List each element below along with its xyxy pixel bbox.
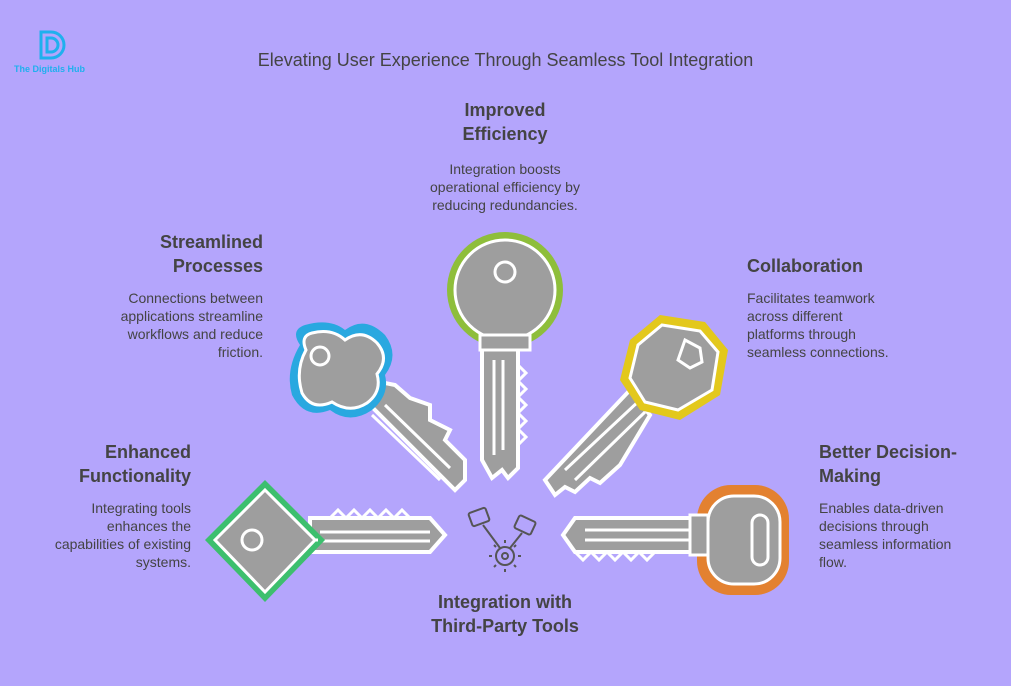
decision-heading-line2: Making <box>819 466 882 486</box>
key-decision-icon <box>560 485 789 595</box>
functionality-heading: Enhanced Functionality <box>0 440 191 488</box>
efficiency-heading-line1: Improved <box>464 100 546 120</box>
functionality-heading-line1: Enhanced <box>104 442 191 462</box>
functionality-desc-line: capabilities of existing <box>54 536 191 552</box>
efficiency-heading-line2: Efficiency <box>462 124 548 144</box>
key-collaboration-icon <box>542 315 728 498</box>
center-heading-line2: Third-Party Tools <box>431 616 579 636</box>
streamlined-heading-line1: Streamlined <box>159 232 263 252</box>
efficiency-heading: Improved Efficiency <box>405 98 605 146</box>
key-efficiency-icon <box>447 232 563 482</box>
center-heading: Integration with Third-Party Tools <box>395 590 615 638</box>
streamlined-description: Connections between applications streaml… <box>63 289 263 361</box>
collaboration-desc-line: seamless connections. <box>747 344 889 360</box>
decision-description: Enables data-driven decisions through se… <box>819 499 1009 571</box>
pistons-gear-icon <box>467 506 537 572</box>
center-heading-line1: Integration with <box>438 592 572 612</box>
key-streamlined-icon <box>289 322 467 493</box>
collaboration-description: Facilitates teamwork across different pl… <box>747 289 967 361</box>
streamlined-desc-line: Connections between <box>128 290 263 306</box>
functionality-description: Integrating tools enhances the capabilit… <box>0 499 191 571</box>
collaboration-desc-line: platforms through <box>747 326 856 342</box>
logo-text: The Digitals Hub <box>14 64 86 74</box>
collaboration-desc-line: across different <box>747 308 843 324</box>
streamlined-desc-line: workflows and reduce <box>127 326 263 342</box>
efficiency-desc-line: Integration boosts <box>449 161 561 177</box>
functionality-desc-line: systems. <box>135 554 191 570</box>
streamlined-heading: Streamlined Processes <box>63 230 263 278</box>
functionality-desc-line: enhances the <box>106 518 191 534</box>
streamlined-desc-line: applications streamline <box>120 308 263 324</box>
collaboration-desc-line: Facilitates teamwork <box>747 290 875 306</box>
collaboration-heading-line1: Collaboration <box>747 256 863 276</box>
streamlined-heading-line2: Processes <box>172 256 263 276</box>
decision-heading-line1: Better Decision- <box>819 442 958 462</box>
decision-desc-line: Enables data-driven <box>819 500 944 516</box>
efficiency-description: Integration boosts operational efficienc… <box>390 160 620 214</box>
decision-desc-line: decisions through <box>819 518 929 534</box>
decision-desc-line: flow. <box>819 554 848 570</box>
collaboration-heading: Collaboration <box>747 254 947 278</box>
key-functionality-icon <box>205 480 448 602</box>
d-logo-icon <box>39 30 66 60</box>
decision-desc-line: seamless information <box>819 536 952 552</box>
functionality-heading-line2: Functionality <box>79 466 191 486</box>
efficiency-desc-line: operational efficiency by <box>430 179 580 195</box>
decision-heading: Better Decision- Making <box>819 440 1009 488</box>
streamlined-desc-line: friction. <box>217 344 263 360</box>
page-title: Elevating User Experience Through Seamle… <box>257 50 754 70</box>
efficiency-desc-line: reducing redundancies. <box>432 197 578 213</box>
functionality-desc-line: Integrating tools <box>91 500 191 516</box>
